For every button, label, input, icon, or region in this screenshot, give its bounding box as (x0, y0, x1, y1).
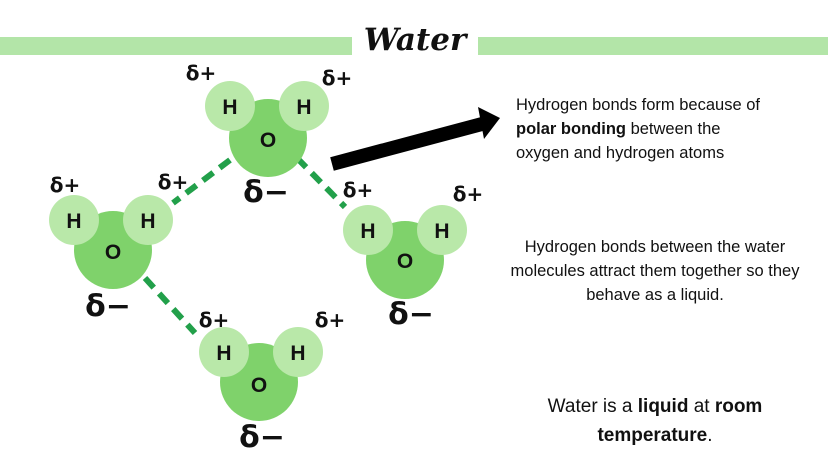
water-molecule-top: H H O δ+ δ+ δ− (186, 61, 353, 210)
hydrogen-bond (294, 155, 348, 210)
hydrogen-atom (417, 205, 467, 255)
hydrogen-bond (142, 275, 198, 336)
hydrogen-label: H (140, 210, 155, 233)
delta-plus-label: δ+ (343, 178, 374, 202)
delta-minus-label: δ− (388, 297, 434, 332)
hydrogen-atom (279, 81, 329, 131)
delta-plus-label: δ+ (158, 170, 189, 194)
hydrogen-atom (273, 327, 323, 377)
hydrogen-label: H (360, 220, 375, 243)
hydrogen-atom (343, 205, 393, 255)
polar-note-post: between the oxygen and hydrogen atoms (516, 120, 725, 162)
polar-note-bold: polar bonding (516, 120, 626, 138)
delta-plus-label: δ+ (453, 182, 484, 206)
hydrogen-bond (171, 157, 232, 206)
liquid-note: Water is a liquid at room temperature. (512, 392, 798, 450)
page-title: Water (363, 22, 467, 58)
delta-plus-label: δ+ (322, 66, 353, 90)
attraction-note-text: Hydrogen bonds between the water molecul… (510, 238, 800, 304)
hydrogen-atom (205, 81, 255, 131)
delta-plus-label: δ+ (199, 308, 230, 332)
delta-minus-label: δ− (239, 420, 285, 455)
delta-plus-label: δ+ (315, 308, 346, 332)
hydrogen-atom (123, 195, 173, 245)
hydrogen-atom (199, 327, 249, 377)
water-molecule-left: H H O δ+ δ+ δ− (49, 170, 188, 324)
water-molecule-right: H H O δ+ δ+ δ− (343, 178, 484, 332)
title-bar-right (478, 37, 828, 55)
oxygen-label: O (397, 250, 413, 273)
hydrogen-bonds (142, 155, 348, 336)
liquid-note-pre: Water is a (547, 396, 638, 417)
attraction-note: Hydrogen bonds between the water molecul… (510, 235, 800, 307)
delta-plus-label: δ+ (186, 61, 217, 85)
hydrogen-label: H (216, 342, 231, 365)
polar-note-pre: Hydrogen bonds form because of (516, 96, 760, 114)
delta-plus-label: δ+ (50, 173, 81, 197)
oxygen-label: O (105, 241, 121, 264)
hydrogen-label: H (66, 210, 81, 233)
hydrogen-label: H (222, 96, 237, 119)
polar-bonding-note: Hydrogen bonds form because of polar bon… (516, 93, 776, 165)
hydrogen-label: H (296, 96, 311, 119)
arrow (330, 107, 500, 171)
oxygen-label: O (251, 374, 267, 397)
oxygen-label: O (260, 129, 276, 152)
title-bar-left (0, 37, 352, 55)
liquid-note-bold2: room temperature (597, 396, 763, 446)
liquid-note-post: . (707, 425, 713, 446)
liquid-note-bold1: liquid (637, 396, 689, 417)
delta-minus-label: δ− (243, 175, 289, 210)
hydrogen-label: H (434, 220, 449, 243)
liquid-note-mid: at (688, 396, 715, 417)
delta-minus-label: δ− (85, 289, 131, 324)
hydrogen-atom (49, 195, 99, 245)
hydrogen-label: H (290, 342, 305, 365)
water-molecule-bottom: H H O δ+ δ+ δ− (199, 308, 346, 455)
